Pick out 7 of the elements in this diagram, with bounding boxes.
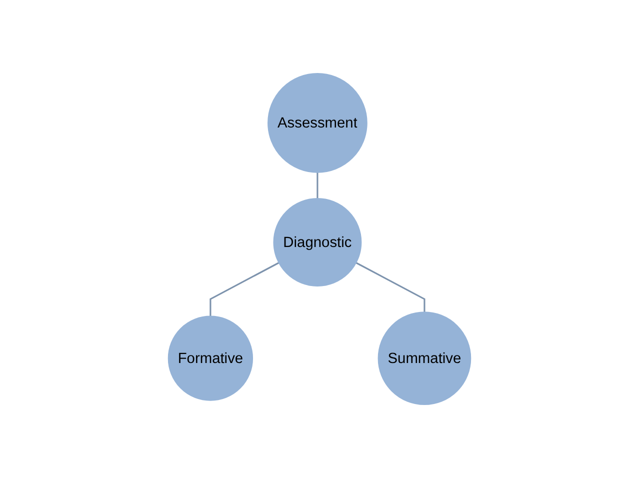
node-circle: Assessment [267, 73, 367, 173]
node-circle: Summative [377, 312, 471, 405]
node-circle: Formative [167, 316, 253, 401]
connector [316, 172, 318, 199]
connector [355, 262, 425, 312]
node-circle: Diagnostic [272, 198, 362, 286]
connector [209, 262, 279, 316]
